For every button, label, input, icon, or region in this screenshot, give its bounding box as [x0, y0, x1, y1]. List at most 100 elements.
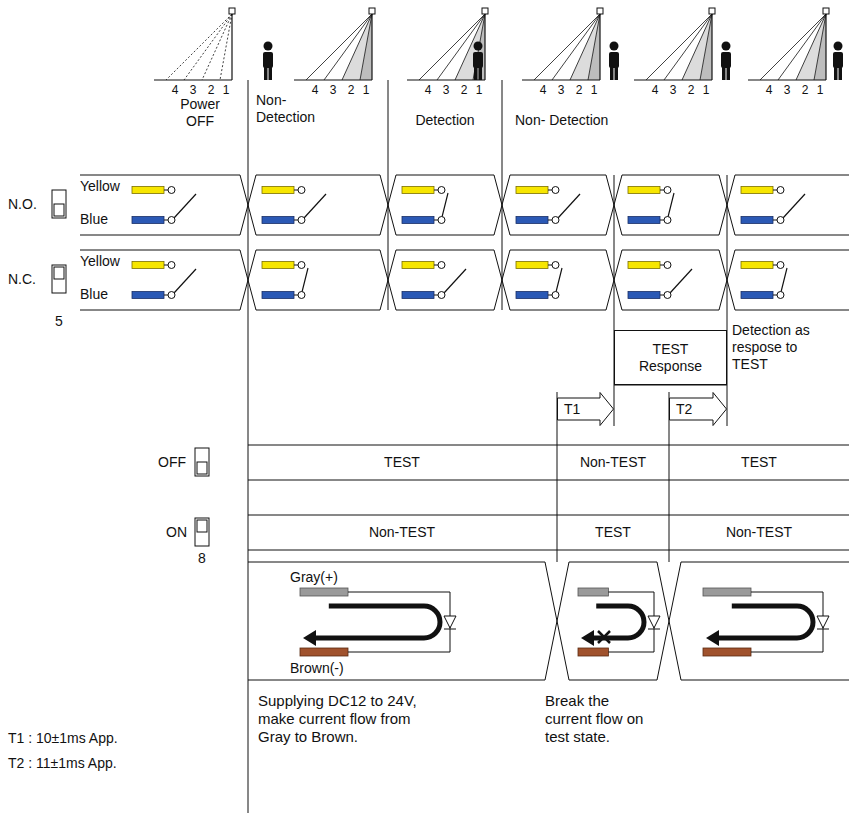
zone-number: 4	[308, 83, 322, 98]
zone-number: 2	[344, 83, 358, 98]
contact-symbol	[262, 187, 326, 224]
note-text: Break the current flow on test state.	[545, 692, 655, 746]
contact-symbol	[628, 262, 692, 299]
sensor-pole	[154, 8, 235, 80]
node-text: TEST Response	[633, 341, 708, 375]
contact-symbol	[132, 262, 196, 299]
person-figure	[263, 42, 273, 81]
wire-label: Yellow	[80, 253, 130, 270]
zone-number: 4	[168, 83, 182, 98]
test-state: TEST	[352, 454, 452, 471]
timing-line	[502, 80, 503, 310]
wire-label: Gray(+)	[290, 569, 370, 586]
contact-symbol	[628, 187, 674, 224]
timing-line	[614, 175, 615, 426]
contact-symbol	[402, 187, 448, 224]
row-line	[248, 480, 849, 481]
dip-switch-icon	[52, 190, 66, 218]
wire-label: Blue	[80, 211, 130, 228]
zone-number: 1	[359, 83, 373, 98]
zone-number: 3	[554, 83, 568, 98]
delay-arrow: T2	[669, 392, 727, 426]
zone-number: 3	[326, 83, 340, 98]
contact-symbol	[402, 262, 466, 299]
test-state: TEST	[563, 524, 663, 541]
dip-switch-icon	[195, 448, 209, 476]
contact-symbol	[132, 187, 196, 224]
sensor-pole	[634, 8, 715, 80]
dip-switch-icon	[52, 265, 66, 293]
row-line	[248, 445, 849, 446]
test-state: Non-TEST	[352, 524, 452, 541]
person-figure	[833, 42, 843, 81]
state-label: Non- Detection	[256, 92, 336, 126]
switch-number: 5	[49, 313, 69, 330]
zone-number: 2	[684, 83, 698, 98]
zone-number: 4	[536, 83, 550, 98]
wire-label: Brown(-)	[290, 660, 370, 677]
zone-number: 2	[798, 83, 812, 98]
current-loop	[703, 588, 829, 656]
zone-number: 4	[762, 83, 776, 98]
zone-number: 2	[457, 83, 471, 98]
state-label: Detection	[395, 112, 495, 129]
node-text: T2	[676, 401, 692, 418]
note-text: Detection as respose to TEST	[732, 322, 832, 373]
zone-number: 1	[219, 83, 233, 98]
zone-number: 2	[572, 83, 586, 98]
zone-number: 3	[439, 83, 453, 98]
switch-label: OFF	[158, 454, 192, 471]
test-response-box: TEST Response	[614, 330, 727, 385]
zone-number: 3	[666, 83, 680, 98]
zone-number: 4	[421, 83, 435, 98]
mode-label: N.O.	[8, 196, 48, 213]
timing-note: T2 : 11±1ms App.	[8, 755, 168, 772]
zone-number: 1	[472, 83, 486, 98]
zone-number: 3	[186, 83, 200, 98]
contact-symbol	[262, 262, 308, 299]
contact-symbol	[516, 187, 580, 224]
zone-number: 4	[648, 83, 662, 98]
contact-symbol	[516, 262, 562, 299]
test-state: TEST	[709, 454, 809, 471]
node-text: T1	[564, 401, 580, 418]
state-label: Non- Detection	[515, 112, 665, 129]
contact-band	[80, 250, 849, 310]
test-state: Non-TEST	[563, 454, 663, 471]
sensor-pole	[407, 8, 488, 80]
person-figure	[721, 42, 731, 81]
timing-line	[248, 80, 249, 813]
note-text: Supplying DC12 to 24V, make current flow…	[258, 692, 438, 746]
dip-switch-icon	[195, 518, 209, 546]
delay-arrow: T1	[557, 392, 614, 426]
state-label: Power OFF	[165, 96, 235, 130]
wire-label: Yellow	[80, 178, 130, 195]
sensor-pole	[294, 8, 375, 80]
switch-label: ON	[166, 524, 194, 541]
contact-symbol	[741, 262, 787, 299]
timing-line	[727, 175, 728, 426]
zone-number: 1	[587, 83, 601, 98]
person-figure	[473, 42, 483, 81]
person-figure	[609, 42, 619, 81]
contact-symbol	[741, 187, 805, 224]
zone-number: 1	[699, 83, 713, 98]
timing-note: T1 : 10±1ms App.	[8, 730, 168, 747]
current-band	[248, 562, 849, 680]
row-line	[248, 515, 849, 516]
zone-number: 2	[204, 83, 218, 98]
current-loop	[578, 588, 660, 656]
zone-number: 3	[780, 83, 794, 98]
test-state: Non-TEST	[709, 524, 809, 541]
zone-number: 1	[813, 83, 827, 98]
row-line	[248, 550, 849, 551]
switch-number: 8	[192, 550, 212, 567]
sensor-pole	[522, 8, 603, 80]
contact-band	[80, 175, 849, 235]
sensor-pole	[748, 8, 829, 80]
timing-line	[388, 80, 389, 310]
mode-label: N.C.	[8, 271, 48, 288]
wire-label: Blue	[80, 286, 130, 303]
current-loop	[300, 588, 456, 656]
